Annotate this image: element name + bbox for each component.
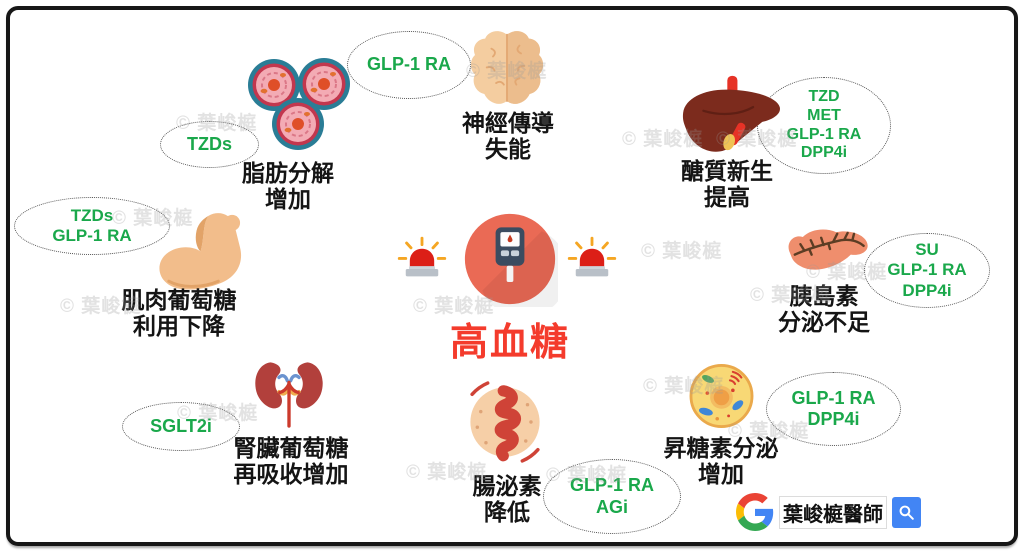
google-logo (736, 493, 774, 531)
brain-label: 神經傳導失能 (462, 110, 554, 162)
pancreas-label: 胰島素分泌不足 (778, 283, 870, 335)
alpha-cell-label: 昇糖素分泌增加 (663, 435, 779, 487)
search-input[interactable]: 葉峻榳醫師 (779, 495, 887, 529)
adipose-label: 脂肪分解增加 (242, 160, 334, 212)
watermark: © 葉峻榳 (641, 241, 723, 262)
drug-oval-brain: GLP-1 RA (347, 31, 471, 99)
intestine-label: 腸泌素降低 (472, 473, 542, 525)
glucometer-icon (462, 211, 558, 307)
search-button[interactable] (892, 496, 921, 528)
siren-icon (396, 234, 448, 291)
liver-label: 醣質新生提高 (681, 158, 773, 210)
pancreas-icon (782, 222, 874, 284)
muscle-icon (146, 208, 252, 302)
magnifier-icon (897, 503, 916, 522)
muscle-label: 肌肉葡萄糖利用下降 (121, 287, 237, 339)
siren-icon (566, 234, 618, 291)
drug-oval-adipose: TZDs (160, 121, 259, 168)
brain-icon (468, 26, 546, 112)
intestine-icon (460, 376, 550, 468)
drug-oval-kidney: SGLT2i (122, 402, 240, 451)
hyperglycemia-title: 高血糖 (449, 322, 571, 364)
alpha-cell-icon (686, 360, 757, 432)
kidney-icon (246, 354, 332, 436)
kidney-label: 腎臟葡萄糖再吸收增加 (233, 435, 349, 487)
fat-cells-icon (238, 56, 356, 158)
liver-icon (672, 74, 790, 166)
google-search-bar: 葉峻榳醫師 (736, 493, 921, 531)
